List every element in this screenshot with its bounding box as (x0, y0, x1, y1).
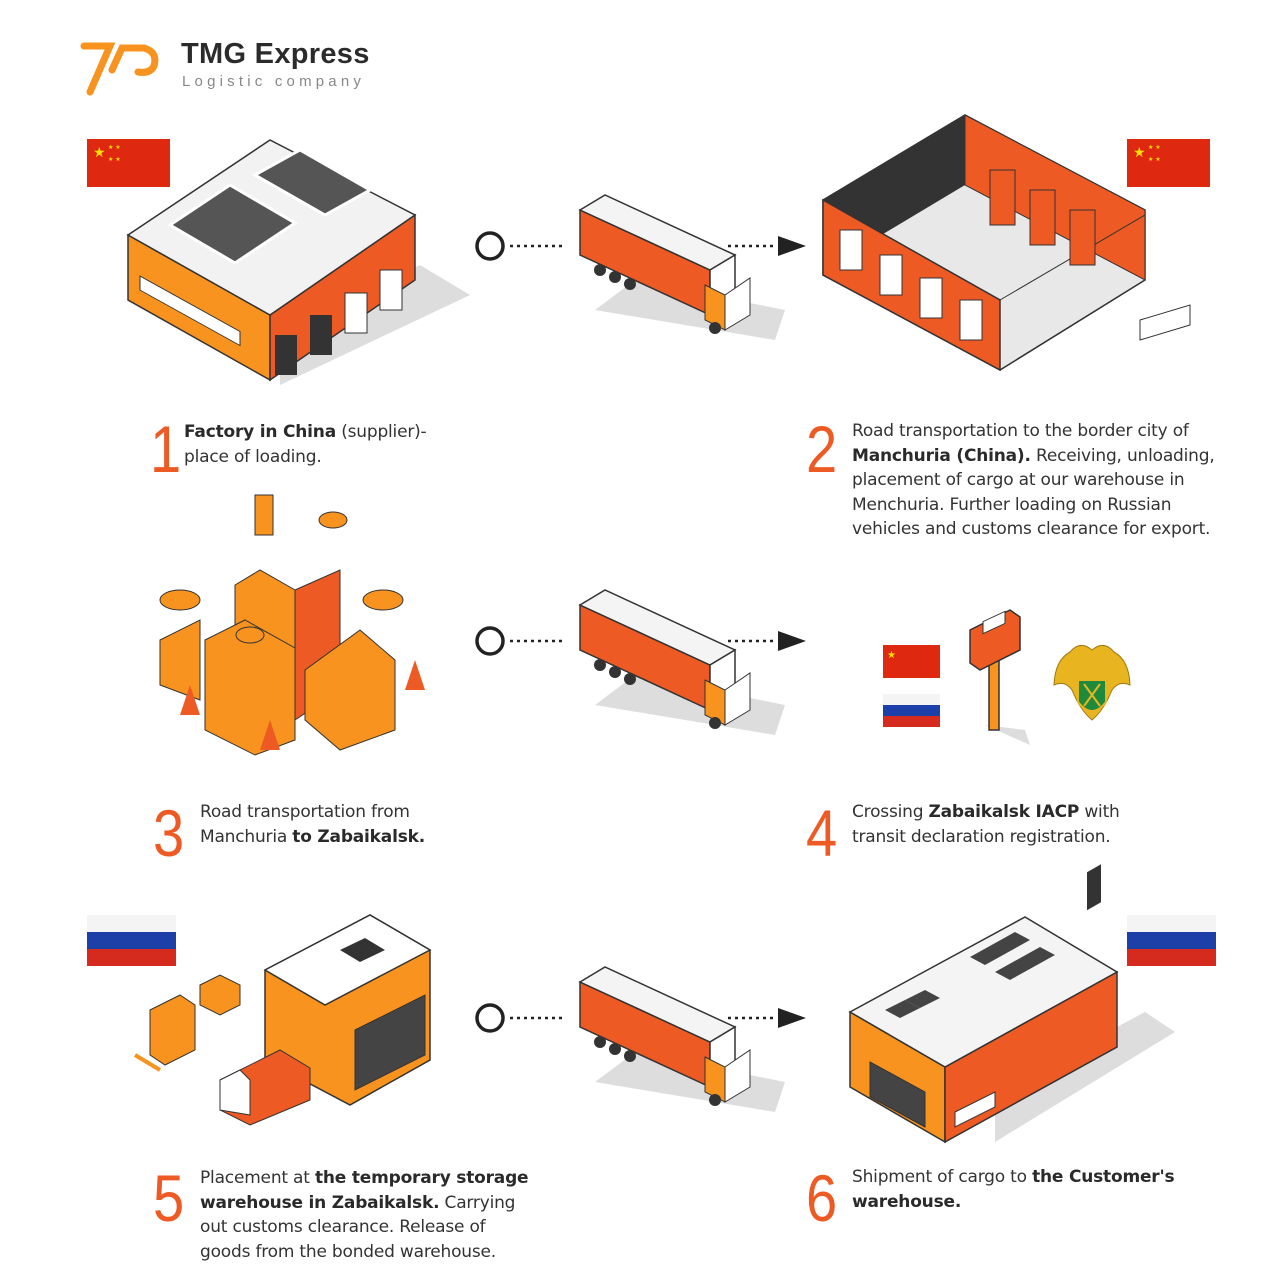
step-1-description: Factory in China (supplier)- place of lo… (184, 420, 484, 469)
step-number: 3 (153, 796, 185, 870)
svg-text:★ ★: ★ ★ (108, 156, 121, 163)
truck-illustration (578, 589, 785, 735)
route-arrow-icon (728, 1008, 806, 1028)
step-3-description: Road transportation from Manchuria to Za… (200, 800, 450, 849)
step-text-bold: Factory in China (184, 422, 336, 442)
china-flag-icon: ★ (883, 645, 940, 678)
svg-text:★ ★: ★ ★ (1148, 144, 1161, 151)
step-number: 5 (153, 1161, 185, 1235)
step-2-description: Road transportation to the border city o… (852, 419, 1232, 542)
svg-text:★: ★ (93, 145, 106, 161)
step-text: Road transportation from Manchuria (200, 802, 410, 847)
brand-tagline: Logistic company (182, 73, 366, 90)
step-text-bold: to Zabaikalsk. (292, 826, 425, 847)
russia-flag-icon (1127, 915, 1216, 966)
route-arrow-icon (728, 631, 806, 651)
city-illustration (159, 494, 425, 756)
step-number: 4 (806, 796, 838, 870)
china-flag-icon: ★★ ★ ★ ★ (87, 139, 170, 187)
customer-warehouse-illustration (848, 864, 1175, 1144)
truck-illustration (578, 966, 785, 1112)
step-number: 6 (806, 1161, 838, 1235)
step-number: 1 (150, 412, 182, 486)
step-text: Shipment of cargo to (852, 1167, 1033, 1187)
step-4-description: Crossing Zabaikalsk IACP with transit de… (852, 800, 1152, 849)
step-text: Road transportation to the border city o… (852, 421, 1189, 441)
brand-name: TMG Express (181, 38, 370, 70)
route-start-circle-icon (475, 1003, 566, 1033)
step-text: Placement at (200, 1168, 315, 1188)
warehouse-illustration (822, 114, 1191, 372)
svg-text:★: ★ (1133, 145, 1146, 161)
step-text-bold: the Customer's warehouse. (852, 1167, 1175, 1212)
tmg-logo-icon (80, 42, 159, 96)
step-number: 2 (806, 412, 838, 486)
temporary-storage-illustration (133, 914, 432, 1126)
step-text: place of loading. (184, 446, 322, 467)
step-5-description: Placement at the temporary storage wareh… (200, 1166, 540, 1264)
step-text: with transit declaration registration. (852, 802, 1120, 847)
step-text-bold: Manchuria (China). (852, 445, 1031, 466)
route-start-circle-icon (475, 626, 566, 656)
step-6-description: Shipment of cargo to the Customer's ware… (852, 1165, 1202, 1214)
step-text-bold: the temporary storage warehouse in Zabai… (200, 1168, 529, 1213)
customs-emblem-icon (1053, 645, 1131, 721)
step-text-bold: Zabaikalsk IACP (928, 802, 1080, 822)
route-arrow-icon (728, 236, 806, 256)
svg-text:★: ★ (887, 650, 896, 661)
svg-text:★ ★: ★ ★ (108, 144, 121, 151)
route-start-circle-icon (475, 231, 566, 261)
step-text: Receiving, unloading, placement of cargo… (852, 445, 1215, 540)
svg-text:★ ★: ★ ★ (1148, 156, 1161, 163)
step-text: (supplier)- (335, 422, 427, 442)
truck-illustration (578, 194, 785, 340)
border-post-icon (969, 609, 1030, 745)
russia-flag-icon (87, 915, 176, 966)
russia-flag-icon (883, 694, 940, 727)
china-flag-icon: ★★ ★ ★ ★ (1127, 139, 1210, 187)
step-text: Carrying out customs clearance. Release … (200, 1192, 516, 1262)
step-text: Crossing (852, 802, 929, 822)
factory-illustration (126, 139, 470, 385)
